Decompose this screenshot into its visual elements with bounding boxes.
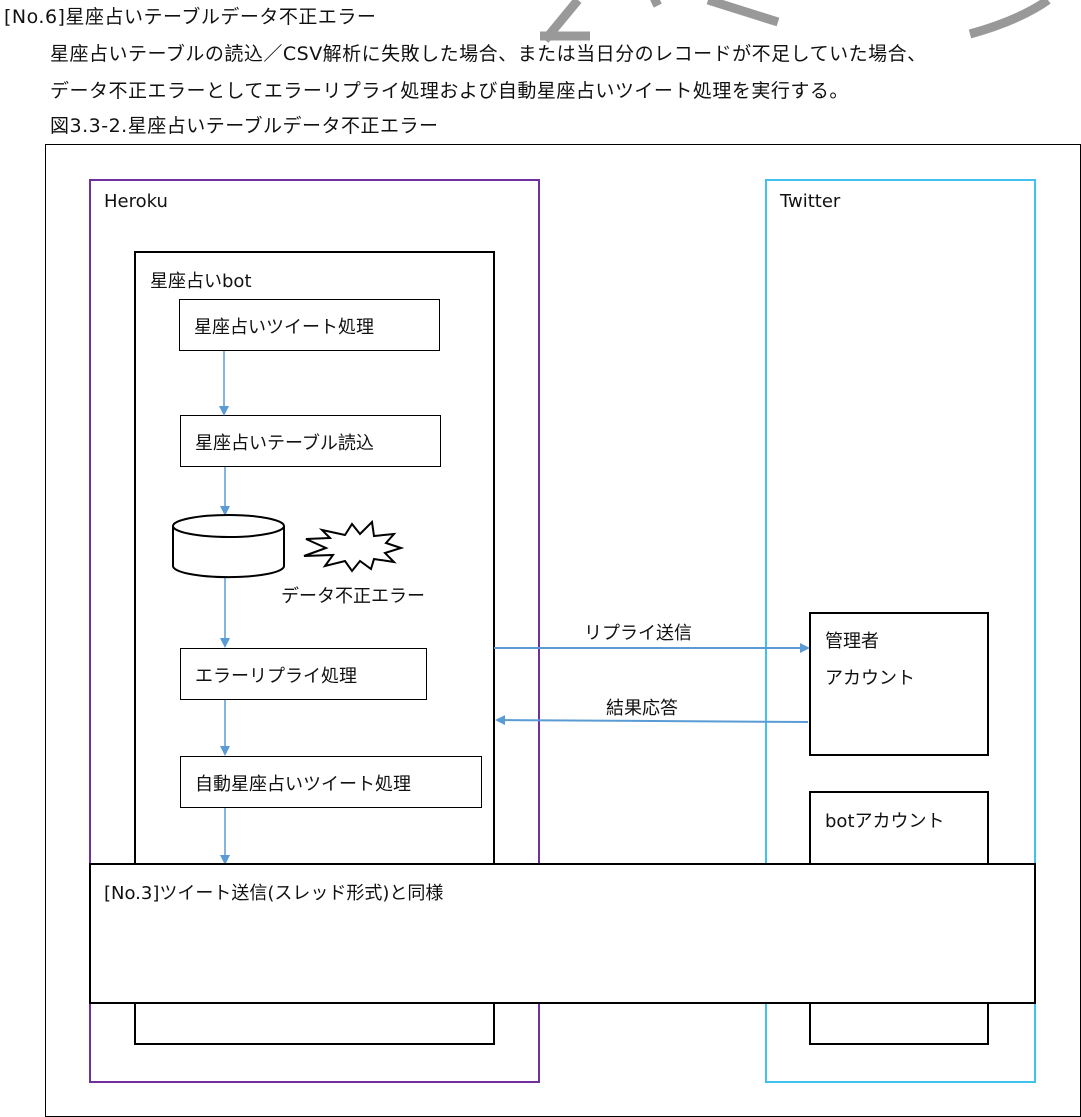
body-line-1: 星座占いテーブルの読込／CSV解析に失敗した場合、または当日分のレコードが不足し… [50, 43, 927, 65]
step-label: 星座占いテーブル読込 [195, 433, 374, 454]
twitter-label: Twitter [780, 191, 841, 212]
reply-send-label: リプライ送信 [584, 623, 692, 644]
figure-caption: 図3.3-2.星座占いテーブルデータ不正エラー [50, 115, 439, 137]
thread-tweet-overlay-box: [No.3]ツイート送信(スレッド形式)と同様 [89, 863, 1036, 1004]
step-table-read: 星座占いテーブル読込 [180, 415, 441, 467]
admin-account-label-2: アカウント [825, 668, 915, 689]
stamp-stroke [650, 0, 662, 8]
heroku-label: Heroku [104, 191, 168, 212]
explosion-burst-icon [303, 519, 405, 573]
heroku-container: Heroku [89, 179, 540, 1083]
result-response-label: 結果応答 [606, 698, 678, 719]
step-error-reply: エラーリプライ処理 [180, 648, 427, 700]
result-response-arrow [495, 715, 809, 726]
stamp-stroke [968, 0, 1051, 39]
overlay-label: [No.3]ツイート送信(スレッド形式)と同様 [104, 883, 444, 904]
step-tweet-process: 星座占いツイート処理 [179, 299, 440, 351]
bot-account-label: botアカウント [825, 811, 945, 832]
step-label: 自動星座占いツイート処理 [195, 774, 411, 795]
admin-account-label-1: 管理者 [825, 631, 879, 652]
body-line-2: データ不正エラーとしてエラーリプライ処理および自動星座占いツイート処理を実行する… [50, 80, 849, 102]
section-heading: [No.6]星座占いテーブルデータ不正エラー [4, 6, 377, 28]
step-label: 星座占いツイート処理 [194, 317, 374, 338]
step-label: エラーリプライ処理 [195, 666, 357, 687]
stamp-stroke [706, 0, 780, 27]
step-auto-tweet: 自動星座占いツイート処理 [180, 756, 482, 808]
admin-account-box: 管理者 アカウント [809, 612, 989, 756]
database-cylinder-icon [172, 514, 285, 579]
data-error-label: データ不正エラー [281, 586, 425, 607]
twitter-container: Twitter [765, 179, 1036, 1083]
bot-label: 星座占いbot [150, 271, 252, 292]
